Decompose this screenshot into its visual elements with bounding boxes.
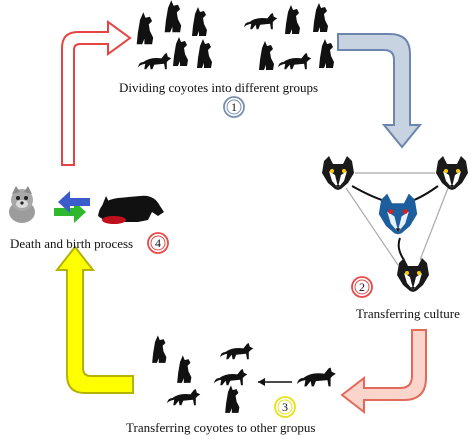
coyote-silhouette-icon (136, 12, 154, 45)
coyote-silhouette-icon (225, 385, 240, 413)
coyote-silhouette-icon (192, 7, 207, 36)
death-birth-group (9, 186, 164, 224)
step-badge-3: 3 (274, 396, 296, 418)
cycle-arrow-bottom-left (54, 245, 134, 394)
influence-arrow (397, 237, 405, 261)
coyote-silhouette-icon (313, 3, 328, 32)
badge-number: 2 (359, 280, 365, 294)
coyote-silhouette-icon (285, 5, 300, 34)
culture-network (322, 156, 468, 292)
cycle-arrow-top-right (337, 33, 423, 149)
cycle-arrow-bottom-right (340, 329, 427, 415)
coyote-silhouette-icon (173, 37, 188, 66)
step-badge-2: 2 (351, 276, 373, 298)
badge-number: 4 (155, 236, 161, 250)
swap-arrows-icon (54, 191, 90, 223)
step-label-1: Dividing coyotes into different groups (119, 80, 319, 95)
coyote-silhouette-icon (138, 53, 172, 70)
coyote-silhouette-icon (167, 389, 201, 406)
coyote-silhouette-icon (244, 13, 278, 30)
badge-number: 1 (231, 100, 237, 114)
step-badge-4: 4 (147, 232, 169, 254)
influence-arrow (413, 185, 439, 201)
step-label-3: Transferring coyotes to other gropus (126, 420, 316, 435)
badge-number: 3 (282, 400, 288, 414)
wolf-head-icon (436, 156, 468, 190)
grey-pup-icon (9, 186, 35, 223)
coyote-silhouette-icon (152, 335, 167, 363)
coyote-silhouette-icon (278, 53, 312, 70)
coyote-pack-right (244, 3, 334, 70)
step-label-4: Death and birth process (10, 236, 134, 251)
coyote-silhouette-icon (164, 0, 182, 33)
coyote-pack-left (136, 0, 212, 70)
wolf-head-icon (322, 156, 354, 190)
wolf-head-icon (397, 258, 429, 292)
coyote-silhouette-icon (319, 39, 334, 68)
blue-wolf-head-icon (378, 193, 418, 235)
coyote-silhouette-icon (220, 343, 254, 360)
coyote-silhouette-icon (259, 41, 274, 70)
influence-arrow (351, 185, 383, 201)
connector-line (419, 187, 449, 261)
cycle-arrow-top-left (61, 20, 132, 166)
coyote-silhouette-icon (177, 355, 192, 383)
coyote-pack-bottom (152, 335, 336, 413)
coyote-silhouette-icon (197, 39, 212, 68)
step-badge-1: 1 (223, 96, 245, 118)
coyote-silhouette-icon (214, 369, 248, 386)
connector-line (345, 187, 399, 266)
transfer-arrowhead (258, 378, 265, 386)
coyote-silhouette-icon (297, 367, 336, 387)
step-label-2: Transferring culture (356, 306, 460, 321)
dead-coyote-icon (98, 195, 164, 224)
